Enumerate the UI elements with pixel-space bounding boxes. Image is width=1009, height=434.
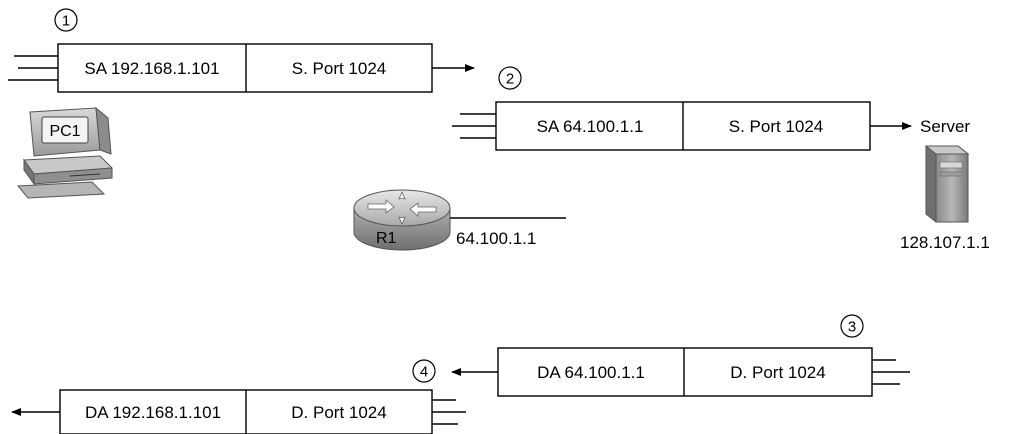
packet-3-tail-lines: [872, 359, 910, 385]
router-r1-label: R1: [376, 230, 397, 247]
packet-4-destination-address: DA 192.168.1.101: [85, 403, 221, 422]
step-1-number: 1: [62, 13, 70, 30]
packet-3-destination-address: DA 64.100.1.1: [537, 363, 645, 382]
step-2-circle: [498, 66, 522, 90]
packet-1: 1 SA 192.168.1.101 S. Port 1024: [8, 8, 475, 93]
packet-2: 2 SA 64.100.1.1 S. Port 1024 Server: [452, 66, 970, 151]
packet-4-destination-port: D. Port 1024: [291, 403, 386, 422]
packet-3-header: [497, 347, 873, 397]
packet-2-tail-lines: [452, 113, 496, 139]
server-ip: 128.107.1.1: [900, 233, 990, 252]
packet-3: 3 DA 64.100.1.1 D. Port 1024: [451, 314, 910, 397]
step-3-number: 3: [848, 319, 856, 336]
step-3-circle: [840, 314, 864, 338]
packet-1-source-address: SA 192.168.1.101: [84, 59, 219, 78]
step-1-circle: [54, 8, 78, 32]
step-2-number: 2: [506, 71, 514, 88]
packet-4-tail-lines: [432, 399, 466, 425]
step-4-circle: [412, 359, 436, 383]
packet-1-header: [57, 43, 433, 93]
router-interface-ip: 64.100.1.1: [456, 229, 536, 248]
packet-2-source-port: S. Port 1024: [729, 117, 824, 136]
router-r1-icon: R1 64.100.1.1: [353, 189, 566, 251]
server-icon: 128.107.1.1: [900, 145, 990, 252]
pc1-computer-icon: PC1: [16, 106, 114, 199]
packet-3-destination-port: D. Port 1024: [730, 363, 825, 382]
pc1-label: PC1: [49, 123, 80, 140]
step-4-number: 4: [420, 364, 428, 381]
packet-2-source-address: SA 64.100.1.1: [537, 117, 644, 136]
packet-1-source-port: S. Port 1024: [292, 59, 387, 78]
packet-1-tail-lines: [8, 55, 58, 81]
packet-4: 4 DA 192.168.1.101 D. Port 1024: [11, 359, 466, 434]
server-label: Server: [920, 117, 970, 136]
